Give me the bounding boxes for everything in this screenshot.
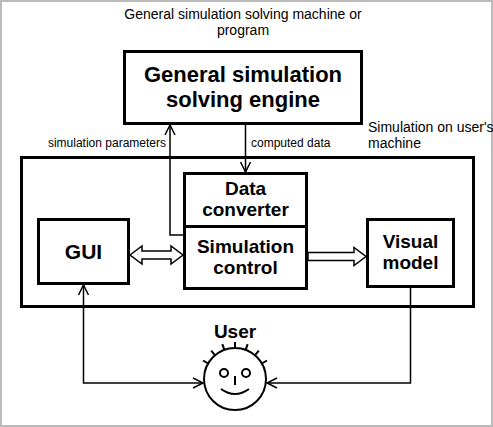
connector-line — [170, 125, 183, 235]
node-text: General simulation solving engine — [126, 63, 360, 111]
process-box: Visual model — [366, 218, 455, 288]
heading-text: Simulation on user's machine — [368, 119, 493, 151]
heading-text: General simulation solving machine or pr… — [118, 6, 368, 38]
edge-label: simulation parameters — [48, 136, 166, 150]
node-text: Simulation control — [186, 237, 305, 279]
connector — [241, 125, 251, 172]
arrow-head — [267, 378, 277, 388]
node-text: Visual model — [369, 232, 452, 274]
connector — [308, 248, 366, 266]
connector-line — [84, 285, 204, 383]
arrow-head — [165, 125, 175, 135]
connector-line — [267, 288, 411, 383]
hollow-arrow — [308, 248, 366, 266]
user-node: User — [203, 322, 267, 410]
connector-line — [245, 125, 247, 172]
process-box: Data converter — [183, 172, 308, 228]
user-face — [203, 342, 267, 410]
process-box: GUI — [37, 218, 130, 285]
arrow-head — [79, 285, 89, 295]
arrow-head — [241, 162, 251, 172]
connector — [165, 125, 183, 235]
connector — [130, 246, 183, 264]
arrow-head — [193, 378, 203, 388]
connector — [79, 285, 204, 388]
edge-label: computed data — [251, 136, 330, 150]
process-box: Simulation control — [183, 225, 308, 290]
user-machine-box: Simulation on user's machineData convert… — [20, 156, 475, 308]
connector — [267, 288, 411, 388]
hollow-arrow — [130, 246, 183, 264]
engine-box: General simulation solving machine or pr… — [123, 50, 363, 125]
node-text: GUI — [65, 240, 102, 263]
node-text: Data converter — [186, 179, 305, 221]
node-text: User — [203, 322, 267, 342]
